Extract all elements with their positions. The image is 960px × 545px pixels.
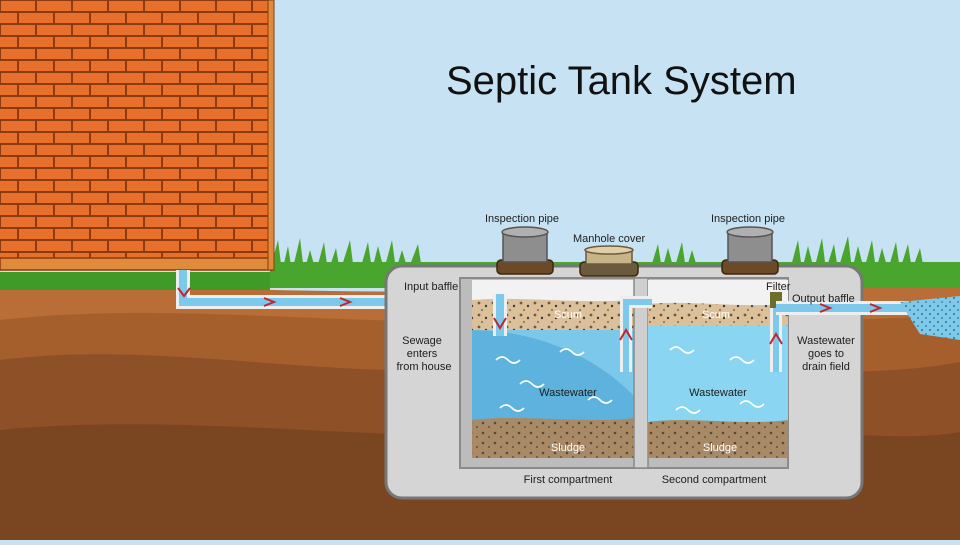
- label-wastewater-left: Wastewater: [539, 387, 597, 399]
- second-sludge: [648, 420, 788, 458]
- flow-arrow: [869, 303, 883, 313]
- label-sludge-right: Sludge: [703, 442, 737, 454]
- page-title: Septic Tank System: [446, 59, 797, 103]
- septic-tank: [384, 226, 864, 500]
- input-baffle: [493, 294, 507, 336]
- inspection-pipe-right: [721, 226, 779, 275]
- inspection-pipe-left: [496, 226, 554, 275]
- label-line: drain field: [802, 361, 850, 373]
- label-output-baffle: Output baffle: [792, 293, 855, 305]
- flow-arrow: [263, 297, 277, 307]
- wall-base: [0, 257, 273, 271]
- label-line: from house: [396, 361, 451, 373]
- manhole-cover: [579, 245, 639, 277]
- label-line: Sewage: [402, 335, 442, 347]
- label-line: Wastewater: [797, 335, 855, 347]
- label-scum-right: Scum: [702, 309, 730, 321]
- label-scum-left: Scum: [554, 309, 582, 321]
- first-scum-layer: [472, 298, 634, 332]
- label-inspection-pipe-left: Inspection pipe: [485, 213, 559, 225]
- flow-arrow: [493, 317, 507, 330]
- label-sludge-left: Sludge: [551, 442, 585, 454]
- label-first-compartment: First compartment: [524, 474, 613, 486]
- flow-arrow: [339, 297, 353, 307]
- label-wastewater-right: Wastewater: [689, 387, 747, 399]
- label-manhole-cover: Manhole cover: [573, 233, 645, 245]
- flow-arrow: [769, 332, 783, 345]
- wall-edge: [267, 0, 275, 271]
- second-scum-layer: [648, 302, 788, 326]
- house-wall: [0, 0, 275, 271]
- flow-arrow: [177, 287, 191, 298]
- first-sludge: [472, 418, 634, 458]
- label-second-compartment: Second compartment: [662, 474, 767, 486]
- label-wastewater-drain: Wastewater goes to drain field: [797, 335, 855, 373]
- label-line: enters: [407, 348, 438, 360]
- label-sewage-enters: Sewage enters from house: [396, 335, 451, 373]
- label-filter: Filter: [766, 281, 791, 293]
- transfer-pipe: [619, 296, 652, 372]
- drain-field-flow: [900, 296, 960, 340]
- label-inspection-pipe-right: Inspection pipe: [711, 213, 785, 225]
- outlet-pipe: [776, 296, 960, 340]
- first-wastewater-upper: [472, 330, 634, 396]
- flow-arrow: [819, 303, 833, 313]
- label-line: goes to: [808, 348, 844, 360]
- brick-wall: [0, 0, 270, 258]
- flow-arrow: [619, 328, 633, 341]
- second-wastewater: [648, 326, 788, 422]
- water-ripples: [495, 346, 765, 414]
- label-input-baffle: Input baffle: [404, 281, 458, 293]
